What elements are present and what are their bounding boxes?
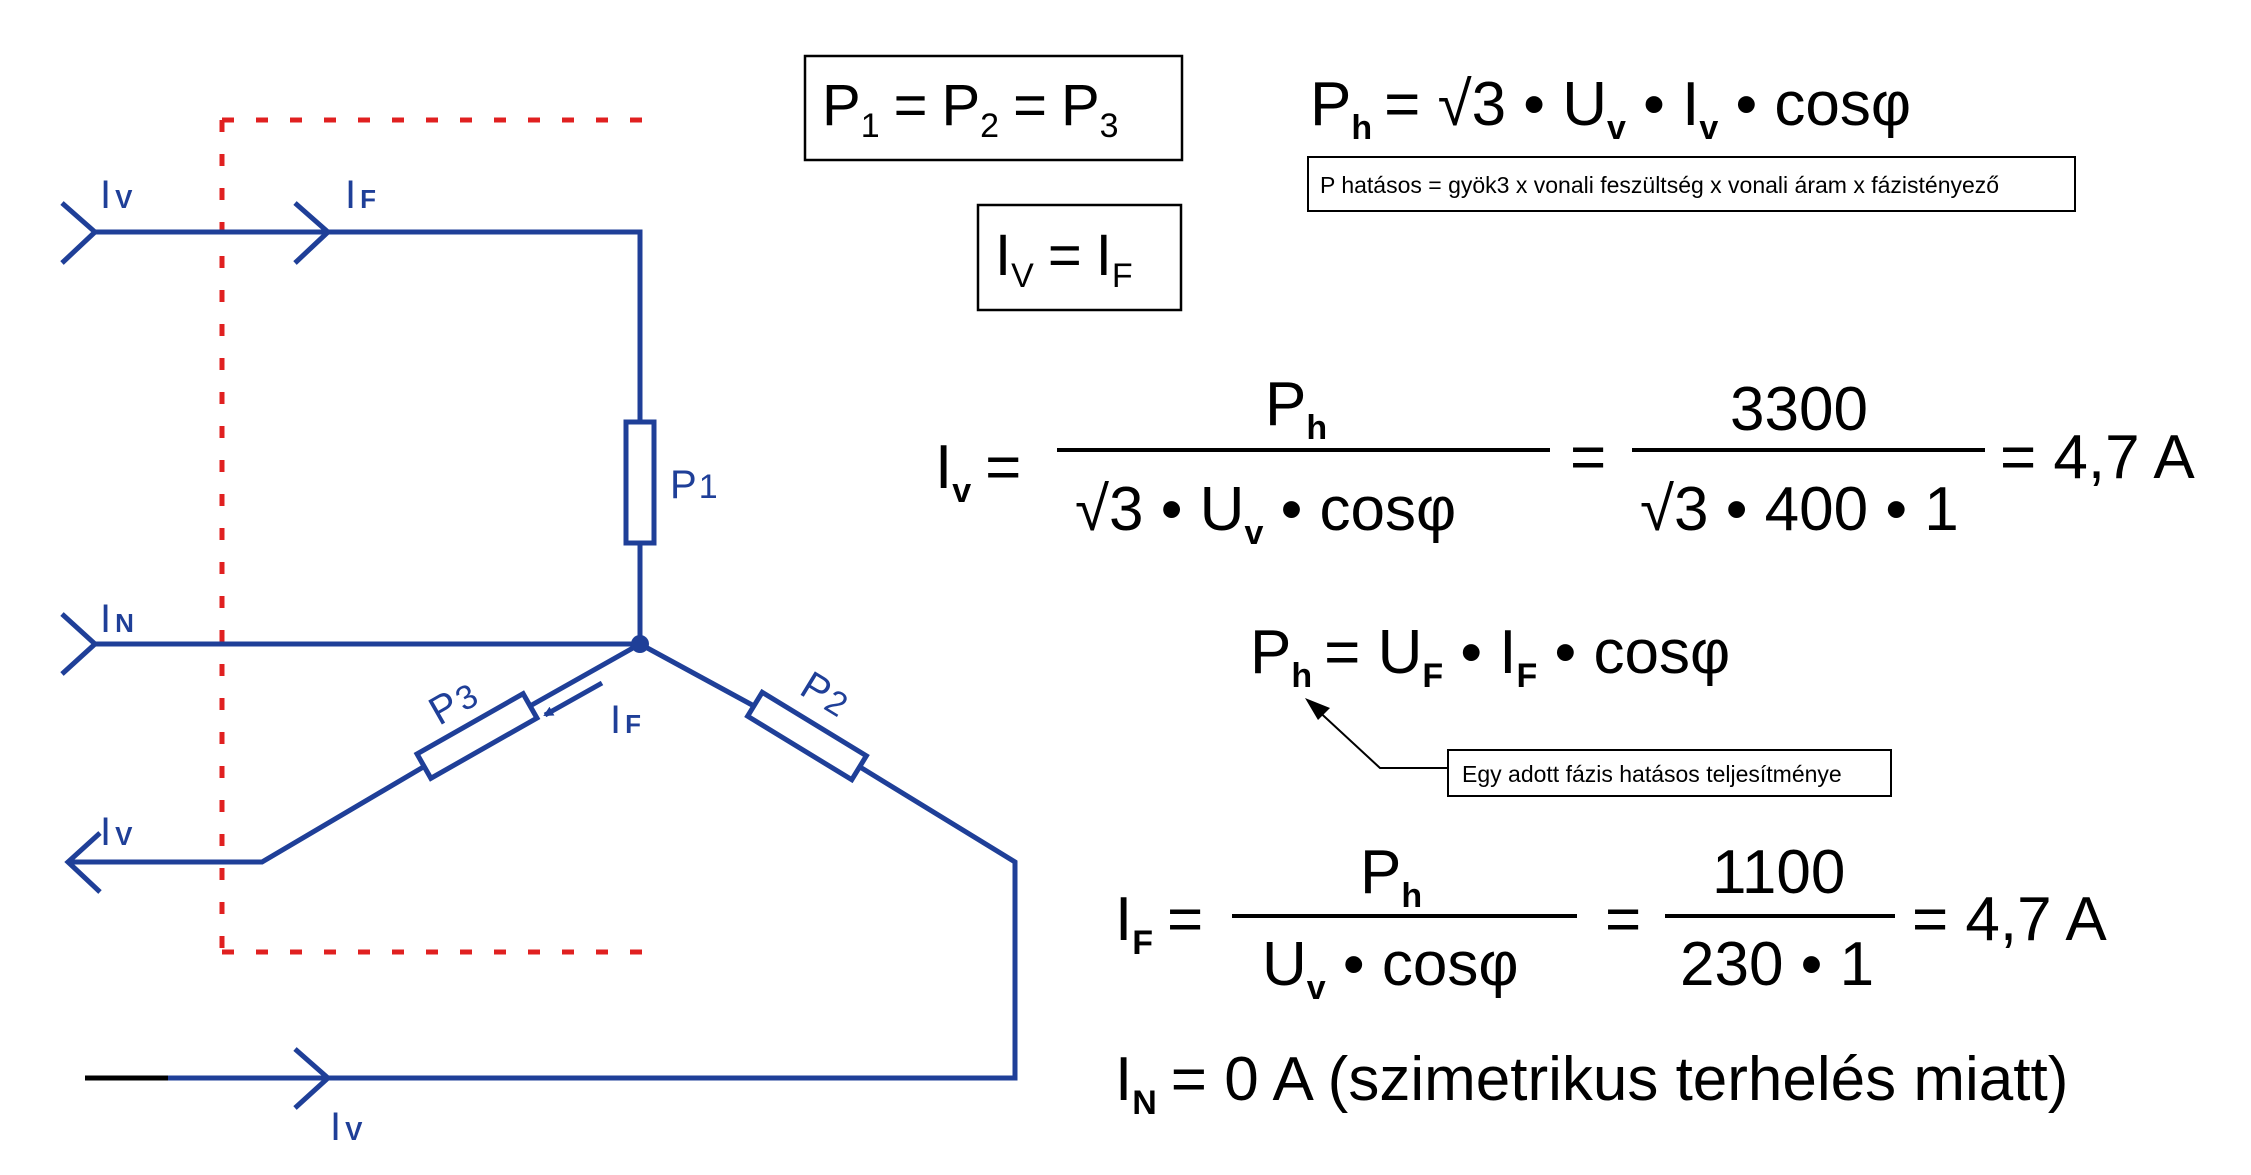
eq-power-three-phase: Ph= √3 • Uv • Iv • cosφ: [1310, 70, 1911, 147]
eq-equal-currents: IV=IF: [995, 223, 1133, 295]
box-equal-powers: [803, 54, 1184, 162]
resistor-p2: [744, 688, 870, 784]
star-point-dot: [631, 635, 649, 653]
eq-phase-current: IF= Ph Uv • cosφ = 1100 230 • 1 = 4,7 A: [1115, 838, 2107, 1007]
load-boundary-dashed: [219, 117, 650, 955]
label-p2: P2: [793, 663, 857, 725]
line-l1-wire: [95, 229, 643, 422]
arrow-icons: [60, 201, 332, 1110]
eq-if-equals: =: [1605, 885, 1641, 954]
note-phase-text: Egy adott fázis hatásos teljesítménye: [1462, 761, 1842, 787]
note-box-phase: [1447, 749, 1892, 797]
arrow-right-icon: [293, 1047, 332, 1110]
eq-iv-den-value: √3 • 400 • 1: [1640, 475, 1959, 544]
eq-iv-lhs: Iv=: [935, 433, 1021, 510]
eq-iv-numerator: Ph: [1265, 370, 1327, 447]
line-l2-wire: [168, 764, 1018, 1081]
eq-if-den-value: 230 • 1: [1680, 930, 1874, 999]
p3-upper-wire: [528, 641, 642, 709]
eq-iv-denominator: √3 • Uv • cosφ: [1075, 475, 1456, 552]
eq-equal-powers: P1=P2=P3: [822, 73, 1119, 145]
callout-arrowhead-icon: [1305, 698, 1330, 720]
eq-line-current: Iv= Ph √3 • Uv • cosφ = 3300 √3 • 400 • …: [935, 370, 2195, 552]
eq-iv-num-value: 3300: [1730, 375, 1868, 444]
line-l3-wire: [68, 763, 427, 865]
arrow-right-icon: [293, 201, 332, 265]
eq-iv-equals: =: [1570, 423, 1606, 492]
eq-if-num-value: 1100: [1712, 838, 1845, 907]
wires: [68, 229, 1018, 1081]
note-box-ph: [1307, 156, 2076, 212]
terminal-chevron-icon: [60, 612, 99, 676]
eq-if-lhs: IF=: [1115, 885, 1203, 962]
resistor-p1: [623, 419, 657, 546]
note-ph-text: P hatásos = gyök3 x vonali feszültség x …: [1320, 172, 1999, 198]
eq-if-denominator: Uv • cosφ: [1262, 930, 1519, 1007]
eq-if-numerator: Ph: [1360, 838, 1422, 915]
box-equal-currents: [976, 203, 1183, 312]
phase-current-arrow-icon: [543, 680, 604, 718]
eq-neutral-current: IN= 0 A (szimetrikus terhelés miatt): [1115, 1045, 2068, 1122]
callout-arrow: [1312, 705, 1448, 769]
label-p1: P1: [670, 463, 718, 507]
eq-if-result: = 4,7 A: [1912, 885, 2107, 954]
p2-upper-wire: [638, 641, 756, 709]
eq-phase-power: Ph= UF • IF • cosφ: [1250, 618, 1730, 695]
arrow-left-icon: [64, 831, 102, 894]
resistor-p3: [413, 690, 541, 782]
eq-iv-result: = 4,7 A: [2000, 423, 2195, 492]
terminal-chevron-icon: [60, 201, 99, 265]
